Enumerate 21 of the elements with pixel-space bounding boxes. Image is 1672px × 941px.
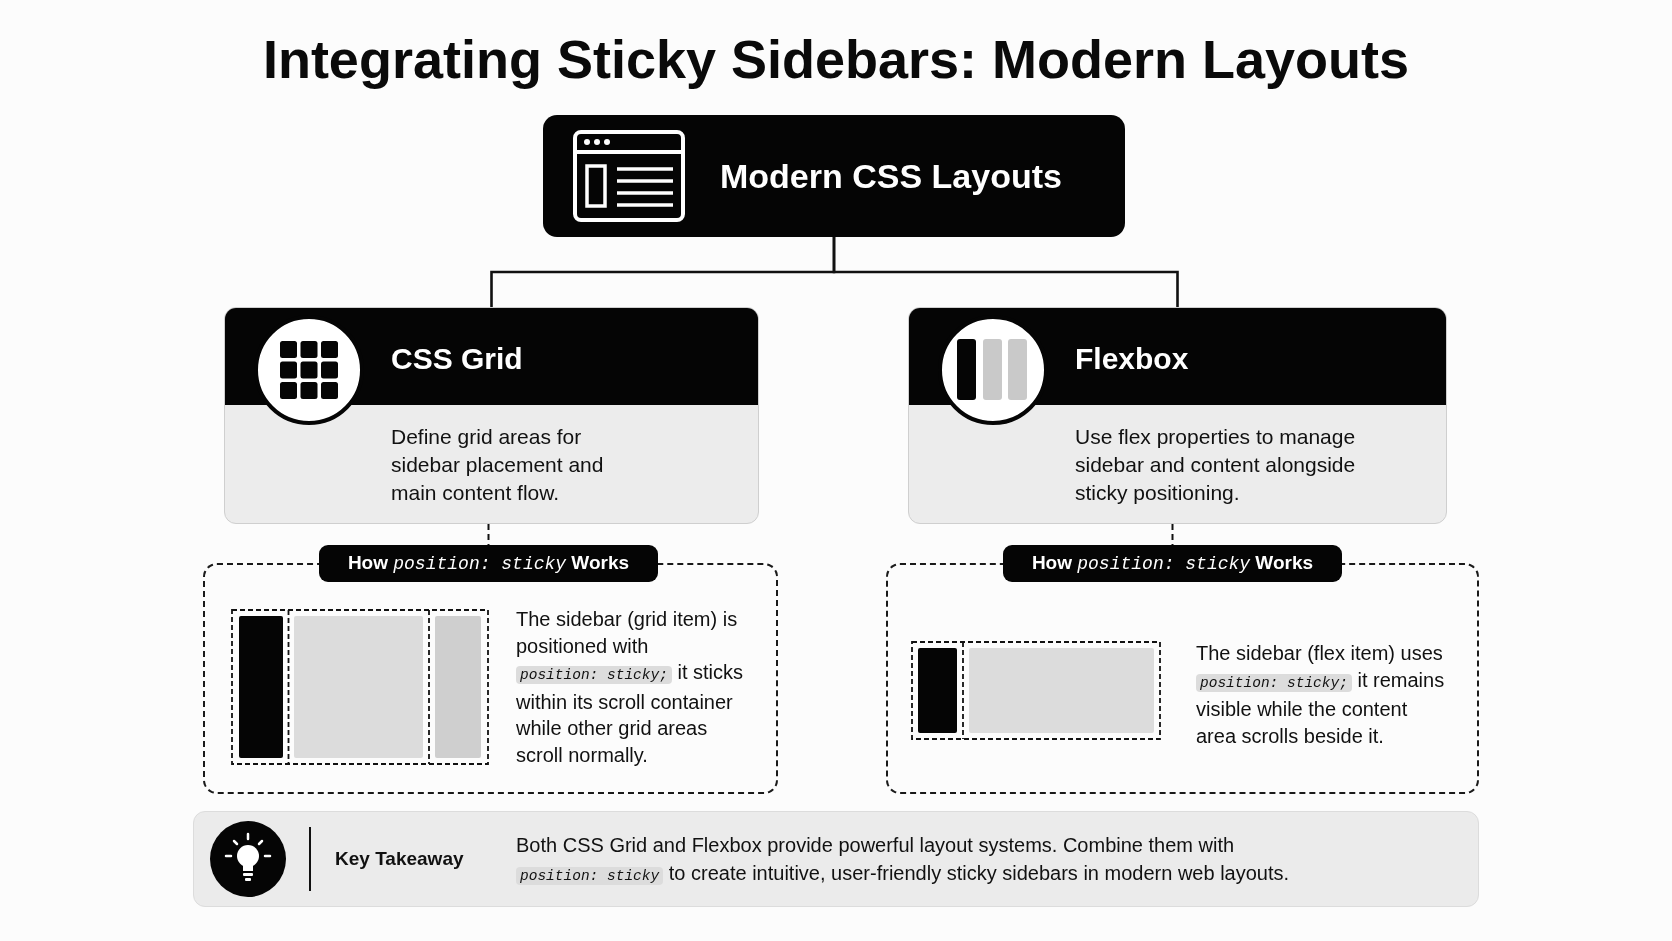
category-card xyxy=(224,307,759,524)
heading-pill xyxy=(319,545,658,582)
category-card xyxy=(908,307,1447,524)
card-description: Define grid areas for sidebar placement and main content flow. xyxy=(391,424,605,506)
dashed-connector-line xyxy=(487,523,490,546)
section-heading: How position: sticky Works xyxy=(347,551,630,576)
takeaway-heading: Key Takeaway xyxy=(335,847,464,871)
card-description: Use flex properties to manage sidebar and content alongside sticky positioning. xyxy=(1075,424,1357,506)
dashed-connector-line xyxy=(1171,523,1174,546)
explanation-text: The sidebar (grid item) is positioned with position: sticky; it sticks within its scroll container while other grid areas scroll normally. xyxy=(516,607,745,768)
explanation-text: The sidebar (flex item) uses position: sticky; it remains visible while the content area scrolls beside it. xyxy=(1196,641,1446,749)
card-title: CSS Grid xyxy=(391,341,523,377)
section-heading: How position: sticky Works xyxy=(1031,551,1314,576)
box-title: Modern CSS Layouts xyxy=(720,156,1062,197)
takeaway-panel xyxy=(193,811,1479,907)
title-box xyxy=(543,115,1125,237)
heading-pill xyxy=(1003,545,1342,582)
connector-line xyxy=(832,237,1179,307)
card-title: Flexbox xyxy=(1075,341,1189,377)
takeaway-text: Both CSS Grid and Flexbox provide powerful layout systems. Combine them with position: sticky to create intuitive, user-friendly sticky sidebars in modern web layouts. xyxy=(516,833,1291,887)
diagram-title: Integrating Sticky Sidebars: Modern Layouts xyxy=(262,28,1410,90)
